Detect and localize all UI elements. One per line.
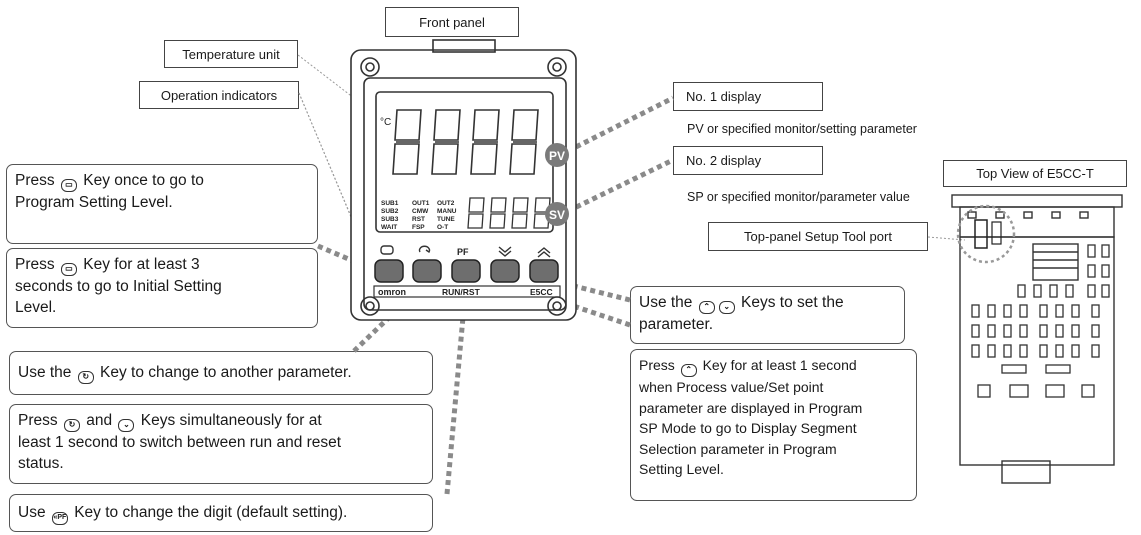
callout-run-reset: Press ↻ and ⌄ Keys simultaneously for at… (9, 404, 433, 484)
leader-no2-display (558, 157, 675, 218)
no1-display-label: No. 1 display (673, 82, 823, 111)
unit-indicator: °C (380, 117, 391, 128)
indicator-fsp: FSP (412, 224, 425, 231)
pf-key-icon: «PF (51, 512, 68, 525)
level-key-icon: ▭ (60, 263, 77, 276)
up-key-symbol (537, 247, 551, 258)
indicator-sub3: SUB3 (381, 216, 399, 223)
down-key-icon: ⌄ (118, 419, 135, 432)
leader-temperature-unit (297, 54, 381, 119)
mode-key-icon: ↻ (77, 371, 94, 384)
level-key-icon: ▭ (60, 179, 77, 192)
controller-front (350, 39, 577, 321)
pv-display-digits (392, 109, 539, 175)
no1-display-description: PV or specified monitor/setting paramete… (687, 122, 917, 136)
setup-tool-port-label: Top-panel Setup Tool port (708, 222, 928, 251)
indicator-ot: O-T (437, 224, 448, 231)
up-key (529, 259, 559, 283)
top-view-label: Top View of E5CC-T (943, 160, 1127, 187)
leader-level-key (317, 243, 387, 278)
leader-no1-display (558, 95, 675, 158)
pf-key (451, 259, 481, 283)
level-key-symbol (380, 245, 394, 255)
indicator-manu: MANU (437, 208, 457, 215)
sv-label: SV (549, 208, 565, 222)
mode-key (412, 259, 442, 283)
callout-program-setting: Press ▭ Key once to go to Program Settin… (6, 164, 318, 244)
callout-mode-key: Use the ↻ Key to change to another param… (9, 351, 433, 395)
front-panel-label: Front panel (385, 7, 519, 37)
setup-port (974, 219, 988, 249)
down-key-symbol (498, 246, 512, 257)
up-key-icon: ⌃ (698, 301, 715, 314)
model-label: E5CC (530, 287, 553, 297)
brand-logo: omron (378, 287, 406, 297)
indicator-sub1: SUB1 (381, 200, 399, 207)
down-key-icon: ⌄ (718, 301, 735, 314)
indicator-sub2: SUB2 (381, 208, 399, 215)
callout-display-segment: Press ⌃ Key for at least 1 second when P… (630, 349, 917, 501)
indicator-tune: TUNE (437, 216, 455, 223)
down-key (490, 259, 520, 283)
callout-initial-setting: Press ▭ Key for at least 3 seconds to go… (6, 248, 318, 328)
pv-marker (545, 143, 569, 167)
indicator-wait: WAIT (381, 224, 397, 231)
up-key-icon: ⌃ (680, 364, 697, 377)
leader-mode-key (352, 282, 426, 353)
no2-display-description: SP or specified monitor/parameter value (687, 190, 910, 204)
indicator-out2: OUT2 (437, 200, 455, 207)
sv-display-digits (467, 197, 551, 229)
top-view-terminals (971, 244, 1110, 398)
run-rst-label: RUN/RST (442, 287, 481, 297)
operation-indicators-label: Operation indicators (139, 81, 299, 109)
callout-pf-key: Use «PF Key to change the digit (default… (9, 494, 433, 532)
callout-up-down-keys: Use the ⌃⌄ Keys to set the parameter. (630, 286, 905, 344)
leader-down-key (504, 280, 631, 328)
setup-port-highlight (956, 204, 1016, 264)
pv-label: PV (549, 149, 565, 163)
top-view-device (951, 194, 1123, 484)
pf-key-symbol: PF (457, 247, 469, 257)
temperature-unit-label: Temperature unit (164, 40, 298, 68)
indicator-out1: OUT1 (412, 200, 430, 207)
level-key (374, 259, 404, 283)
indicator-cmw: CMW (412, 208, 429, 215)
indicator-rst: RST (412, 216, 425, 223)
sv-marker (545, 202, 569, 226)
leader-up-key (549, 277, 631, 303)
mode-key-icon: ↻ (63, 419, 80, 432)
leader-setup-port (927, 236, 966, 241)
leader-pf-key (444, 283, 469, 495)
mode-key-symbol (418, 245, 431, 253)
no2-display-label: No. 2 display (673, 146, 823, 175)
